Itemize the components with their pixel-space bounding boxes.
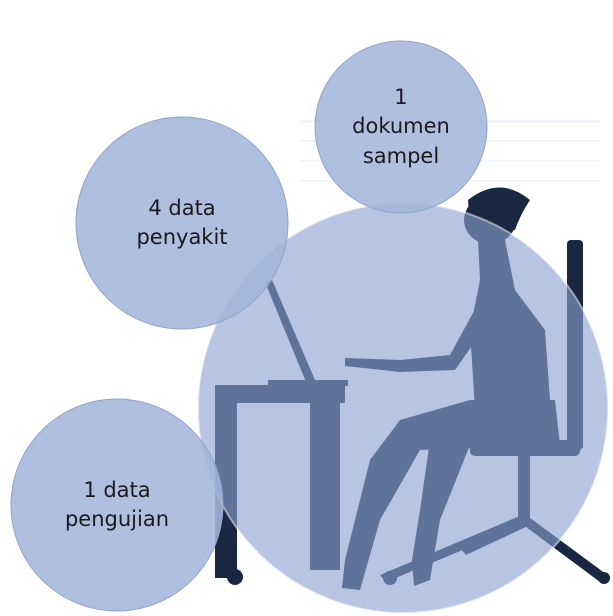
bubble-penyakit-text: 4 data penyakit: [136, 195, 228, 249]
bubble-dokumen: 1 dokumen sampel: [315, 41, 487, 213]
bubble-dokumen-text: 1 dokumen sampel: [352, 84, 450, 168]
bubble-dokumen-circle: [314, 40, 488, 214]
bubble-pengujian-text: 1 data pengujian: [64, 477, 170, 531]
bubble-pengujian: 1 data pengujian: [11, 399, 223, 611]
bubble-penyakit-circle: [75, 116, 289, 330]
bubble-penyakit: 4 data penyakit: [76, 117, 288, 329]
bubble-pengujian-circle: [10, 398, 224, 612]
